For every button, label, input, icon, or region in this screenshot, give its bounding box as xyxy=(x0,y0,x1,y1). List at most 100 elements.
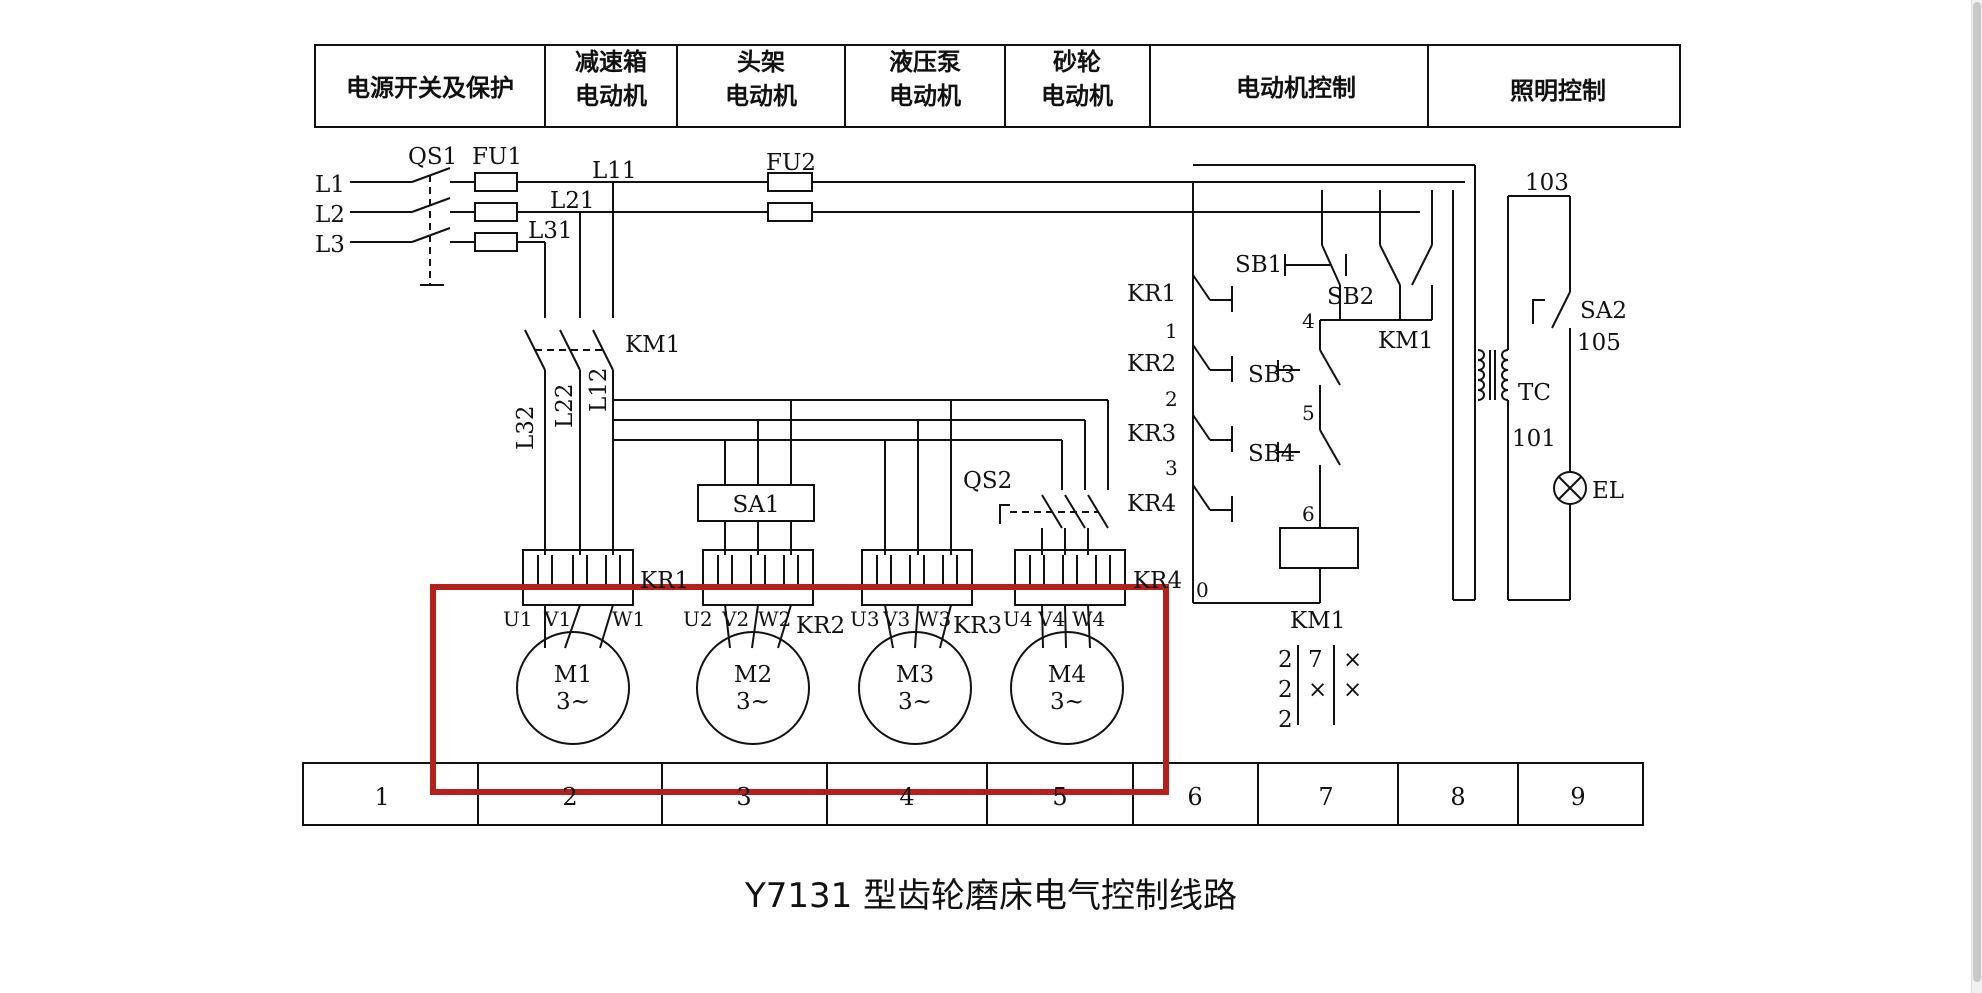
node-1: 1 xyxy=(1165,319,1178,343)
label-sa2: SA2 xyxy=(1580,298,1627,324)
scrollbar-thumb[interactable] xyxy=(1973,2,1981,982)
label-el: EL xyxy=(1592,478,1624,504)
node-103: 103 xyxy=(1525,170,1569,196)
label-w3: W3 xyxy=(918,607,951,631)
label-km1-coil: KM1 xyxy=(1290,608,1345,634)
label-v1: V1 xyxy=(543,607,571,631)
label-km1-main: KM1 xyxy=(625,332,680,358)
footer-2: 2 xyxy=(562,783,577,811)
label-sa1: SA1 xyxy=(733,492,780,518)
node-105: 105 xyxy=(1577,330,1621,356)
node-101: 101 xyxy=(1512,426,1556,452)
label-v4: V4 xyxy=(1037,607,1065,631)
label-l21: L21 xyxy=(550,188,595,214)
label-sb1: SB1 xyxy=(1235,252,1282,278)
contact-table-a3: 2 xyxy=(1278,707,1293,733)
km1-coil xyxy=(1279,527,1359,569)
header-gearbox-motor-2: 电动机 xyxy=(575,82,647,110)
node-4: 4 xyxy=(1302,309,1315,333)
footer-4: 4 xyxy=(899,783,914,811)
label-w2: W2 xyxy=(758,607,791,631)
label-l22: L22 xyxy=(552,383,578,428)
header-gearbox-motor-1: 减速箱 xyxy=(575,48,647,76)
header-table xyxy=(314,44,1681,128)
label-l32: L32 xyxy=(513,405,539,450)
motor-m3 xyxy=(858,631,972,745)
header-headstock-motor-1: 头架 xyxy=(737,48,785,76)
contact-table-b2: × xyxy=(1308,677,1327,703)
highlight-box xyxy=(430,584,1169,795)
contact-table-a2: 2 xyxy=(1278,677,1293,703)
footer-9: 9 xyxy=(1570,783,1585,811)
label-km1-aux: KM1 xyxy=(1378,328,1433,354)
label-l11: L11 xyxy=(592,158,637,184)
node-0: 0 xyxy=(1196,578,1209,602)
label-kr1-contact: KR1 xyxy=(1127,281,1176,307)
label-l31: L31 xyxy=(528,218,573,244)
motor-m1-type: 3~ xyxy=(556,689,590,715)
label-sb3: SB3 xyxy=(1248,362,1295,388)
label-u4: U4 xyxy=(1003,607,1033,631)
header-lighting: 照明控制 xyxy=(1510,77,1606,105)
label-fu2: FU2 xyxy=(766,150,816,176)
label-kr3-contact: KR3 xyxy=(1127,421,1176,447)
node-6: 6 xyxy=(1302,502,1315,526)
footer-1: 1 xyxy=(374,783,389,811)
sa1-box xyxy=(697,484,815,522)
label-kr2: KR2 xyxy=(796,613,845,639)
label-u1: U1 xyxy=(503,607,533,631)
motor-m2-name: M2 xyxy=(734,662,772,688)
label-qs1: QS1 xyxy=(408,144,457,170)
contact-table-c2: × xyxy=(1343,677,1362,703)
header-headstock-motor-2: 电动机 xyxy=(725,82,797,110)
label-sb4: SB4 xyxy=(1248,441,1295,467)
header-pump-motor-2: 电动机 xyxy=(889,82,961,110)
motor-m2 xyxy=(696,631,810,745)
label-kr1: KR1 xyxy=(640,568,689,594)
header-power: 电源开关及保护 xyxy=(346,74,514,102)
label-tc: TC xyxy=(1518,380,1551,406)
vertical-scrollbar[interactable] xyxy=(1971,0,1982,993)
header-motor-control: 电动机控制 xyxy=(1236,74,1356,102)
label-fu1: FU1 xyxy=(472,144,522,170)
label-kr3: KR3 xyxy=(953,613,1002,639)
footer-5: 5 xyxy=(1052,783,1067,811)
footer-8: 8 xyxy=(1450,783,1465,811)
motor-m4-type: 3~ xyxy=(1050,689,1084,715)
label-kr4: KR4 xyxy=(1133,568,1182,594)
label-v3: V3 xyxy=(882,607,910,631)
node-3: 3 xyxy=(1165,456,1178,480)
label-v2: V2 xyxy=(721,607,749,631)
motor-m4 xyxy=(1010,631,1124,745)
label-u2: U2 xyxy=(683,607,713,631)
header-pump-motor-1: 液压泵 xyxy=(889,48,961,76)
footer-table xyxy=(302,762,1644,826)
label-l2: L2 xyxy=(315,202,345,228)
contact-table-b1: 7 xyxy=(1308,647,1323,673)
motor-m3-name: M3 xyxy=(896,662,934,688)
label-l12: L12 xyxy=(586,367,612,412)
node-2: 2 xyxy=(1165,387,1178,411)
label-l3: L3 xyxy=(315,232,345,258)
diagram-caption: Y7131 型齿轮磨床电气控制线路 xyxy=(744,876,1238,916)
motor-m1 xyxy=(516,631,630,745)
label-sb2: SB2 xyxy=(1327,284,1374,310)
label-kr2-contact: KR2 xyxy=(1127,351,1176,377)
contact-table-a1: 2 xyxy=(1278,647,1293,673)
label-qs2: QS2 xyxy=(963,468,1012,494)
footer-3: 3 xyxy=(736,783,751,811)
label-l1: L1 xyxy=(315,172,345,198)
label-u3: U3 xyxy=(850,607,880,631)
footer-7: 7 xyxy=(1318,783,1333,811)
label-w1: W1 xyxy=(612,607,645,631)
label-w4: W4 xyxy=(1072,607,1105,631)
footer-6: 6 xyxy=(1187,783,1202,811)
motor-m3-type: 3~ xyxy=(898,689,932,715)
label-kr4-contact: KR4 xyxy=(1127,491,1176,517)
node-5: 5 xyxy=(1302,401,1315,425)
motor-m4-name: M4 xyxy=(1048,662,1086,688)
motor-m1-name: M1 xyxy=(554,662,592,688)
motor-m2-type: 3~ xyxy=(736,689,770,715)
header-wheel-motor-1: 砂轮 xyxy=(1053,48,1101,76)
